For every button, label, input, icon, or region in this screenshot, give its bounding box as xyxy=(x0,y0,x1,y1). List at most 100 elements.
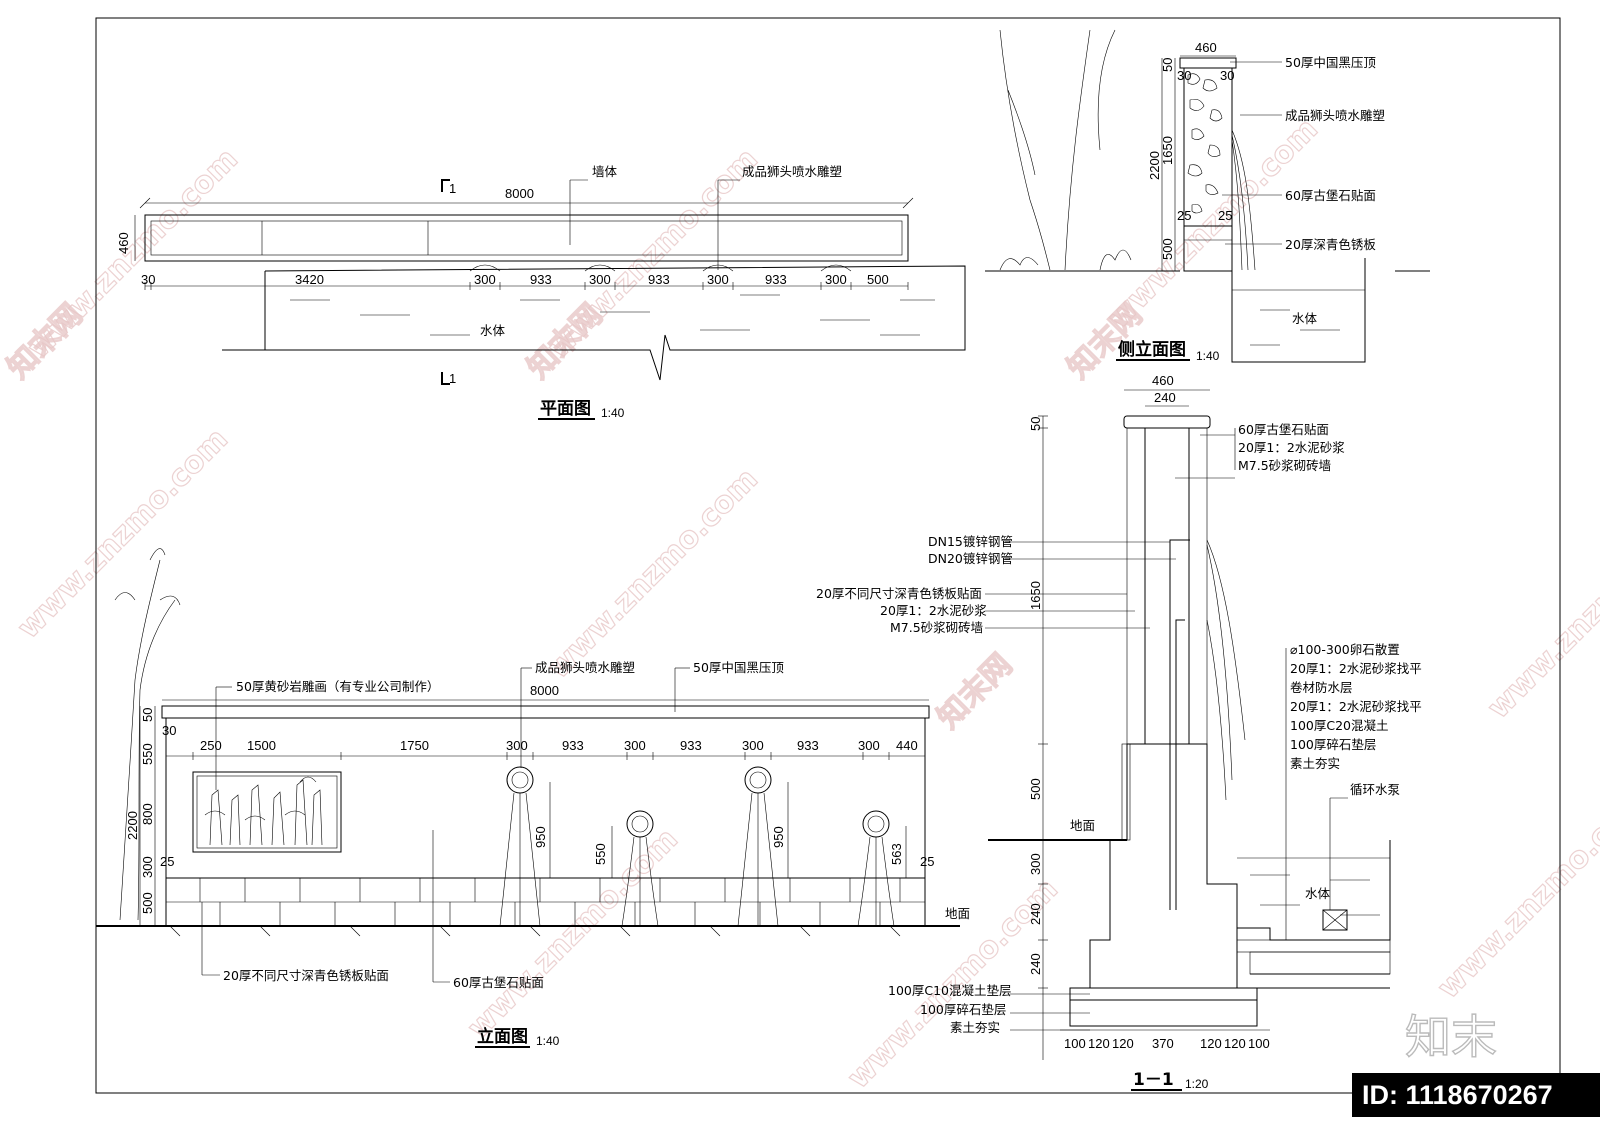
side-dim: 30 xyxy=(1220,68,1234,83)
sec-bottom-label: 100厚碎石垫层 xyxy=(920,1002,1006,1017)
elev-vdim: 500 xyxy=(140,892,155,914)
sec-vdim: 50 xyxy=(1028,417,1043,431)
watermark: 知末网 xyxy=(521,297,609,385)
sec-top-label: M7.5砂浆砌砖墙 xyxy=(1238,458,1331,473)
side-dim-top: 460 xyxy=(1195,40,1217,55)
plan-dim: 300 xyxy=(474,272,496,287)
sec-water-label: 水体 xyxy=(1305,886,1331,901)
brand-logo: 知末 xyxy=(1405,1010,1497,1064)
sec-bottom-dim: 100 xyxy=(1248,1036,1270,1051)
elev-cap xyxy=(161,705,930,719)
lion-fountain xyxy=(737,766,779,927)
plan-pond xyxy=(222,265,966,381)
plan-dim: 30 xyxy=(141,272,155,287)
id-badge xyxy=(1352,1073,1600,1117)
sec-pump xyxy=(1322,909,1348,931)
sec-bottom-label: 素土夯实 xyxy=(950,1020,1000,1035)
sec-bottom-dim: 120 xyxy=(1088,1036,1110,1051)
lion-fountain xyxy=(857,810,895,927)
elev-vdim: 800 xyxy=(140,803,155,825)
plan-dim: 300 xyxy=(589,272,611,287)
sec-pump-label: 循环水泵 xyxy=(1350,782,1400,797)
plan-label-wall: 墙体 xyxy=(592,164,618,179)
side-base xyxy=(1183,225,1233,272)
side-elevation: 水体 460 30 30 50 1650 2200 25 25 500 50厚中… xyxy=(985,29,1430,363)
watermark: www.znzmo.com xyxy=(461,822,685,1046)
elev-jet-dim: 25 xyxy=(920,854,934,869)
sec-bottom-dim: 120 xyxy=(1200,1036,1222,1051)
side-dim-cap: 50 xyxy=(1160,58,1175,72)
elev-dim: 250 xyxy=(200,738,222,753)
sec-right-label: 100厚C20混凝土 xyxy=(1290,718,1389,733)
side-scale: 1:40 xyxy=(1196,349,1220,363)
elev-title: 立面图 xyxy=(477,1026,528,1047)
sec-cap xyxy=(1123,415,1211,429)
side-label: 成品狮头喷水雕塑 xyxy=(1285,108,1385,123)
side-label: 20厚深青色锈板 xyxy=(1285,237,1376,252)
id-badge-text: ID: 1118670267 xyxy=(1362,1080,1553,1110)
side-title: 侧立面图 xyxy=(1118,339,1186,360)
elev-dim: 300 xyxy=(506,738,528,753)
sec-right-label: 20厚1：2水泥砂浆找平 xyxy=(1290,699,1422,714)
elev-vdim: 25 xyxy=(160,854,174,869)
sec-lower-wall xyxy=(1089,743,1238,989)
elev-dim: 1500 xyxy=(247,738,276,753)
elev-vdim: 550 xyxy=(140,743,155,765)
elev-jet-dim: 950 xyxy=(533,826,548,848)
sec-left-label: 20厚不同尺寸深青色锈板贴面 xyxy=(816,586,982,601)
plan-dim-total: 8000 xyxy=(505,186,534,201)
elev-vdim: 300 xyxy=(140,856,155,878)
plan-wall xyxy=(144,214,909,262)
plan-label-fountain: 成品狮头喷水雕塑 xyxy=(742,164,842,179)
watermark: www.znzmo.com xyxy=(11,422,235,646)
watermark: www.znzmo.com xyxy=(541,462,765,686)
lion-fountain xyxy=(499,766,541,927)
side-dim-25: 25 xyxy=(1218,208,1232,223)
plan-scale: 1:40 xyxy=(601,406,625,420)
plan-label-water: 水体 xyxy=(480,323,506,338)
elev-dim: 300 xyxy=(624,738,646,753)
sec-dim-top: 460 xyxy=(1152,373,1174,388)
sec-right-label: ⌀100-300卵石散置 xyxy=(1290,642,1400,657)
elev-dim: 300 xyxy=(742,738,764,753)
side-cap xyxy=(1179,57,1237,69)
sec-bottom-dim: 120 xyxy=(1112,1036,1134,1051)
elev-scale: 1:40 xyxy=(536,1034,560,1048)
side-dim-base: 500 xyxy=(1160,238,1175,260)
plan-title: 平面图 xyxy=(540,399,591,419)
sec-left-label: 20厚1：2水泥砂浆 xyxy=(880,603,987,618)
side-dim: 30 xyxy=(1177,68,1191,83)
sheet-border xyxy=(95,17,1561,1094)
sec-vdim: 500 xyxy=(1028,778,1043,800)
side-dim-total: 2200 xyxy=(1147,151,1162,180)
elev-jet-dim: 563 xyxy=(889,843,904,865)
elev-label-ground: 地面 xyxy=(945,906,970,921)
plan-dim: 3420 xyxy=(295,272,324,287)
sec-vdim: 1650 xyxy=(1028,581,1043,610)
sec-bottom-dim: 100 xyxy=(1064,1036,1086,1051)
sec-bottom-dim: 370 xyxy=(1152,1036,1174,1051)
sec-ground-label: 地面 xyxy=(1070,818,1095,833)
watermark: 知末网 xyxy=(1,297,89,385)
sec-left-label: DN20镀锌钢管 xyxy=(928,551,1013,566)
watermark: 知末网 xyxy=(931,647,1019,735)
plan-dim: 300 xyxy=(707,272,729,287)
plan-dim: 933 xyxy=(530,272,552,287)
plan-dim: 933 xyxy=(765,272,787,287)
elev-jet-dim: 550 xyxy=(593,843,608,865)
plan-dim: 500 xyxy=(867,272,889,287)
sec-dim-top: 240 xyxy=(1154,390,1176,405)
sec-vdim: 240 xyxy=(1028,953,1043,975)
elev-dim: 440 xyxy=(896,738,918,753)
elev-dim: 30 xyxy=(162,723,176,738)
lion-fountain xyxy=(621,810,659,927)
side-label: 60厚古堡石贴面 xyxy=(1285,188,1376,203)
elev-dim: 933 xyxy=(680,738,702,753)
sec-left-label: DN15镀锌钢管 xyxy=(928,534,1013,549)
elev-vdim: 2200 xyxy=(125,811,140,840)
elev-label-relief: 50厚黄砂岩雕画（有专业公司制作） xyxy=(236,679,439,694)
sec-pond xyxy=(1207,840,1391,941)
elev-vdim: 50 xyxy=(140,708,155,722)
elev-dim: 300 xyxy=(858,738,880,753)
